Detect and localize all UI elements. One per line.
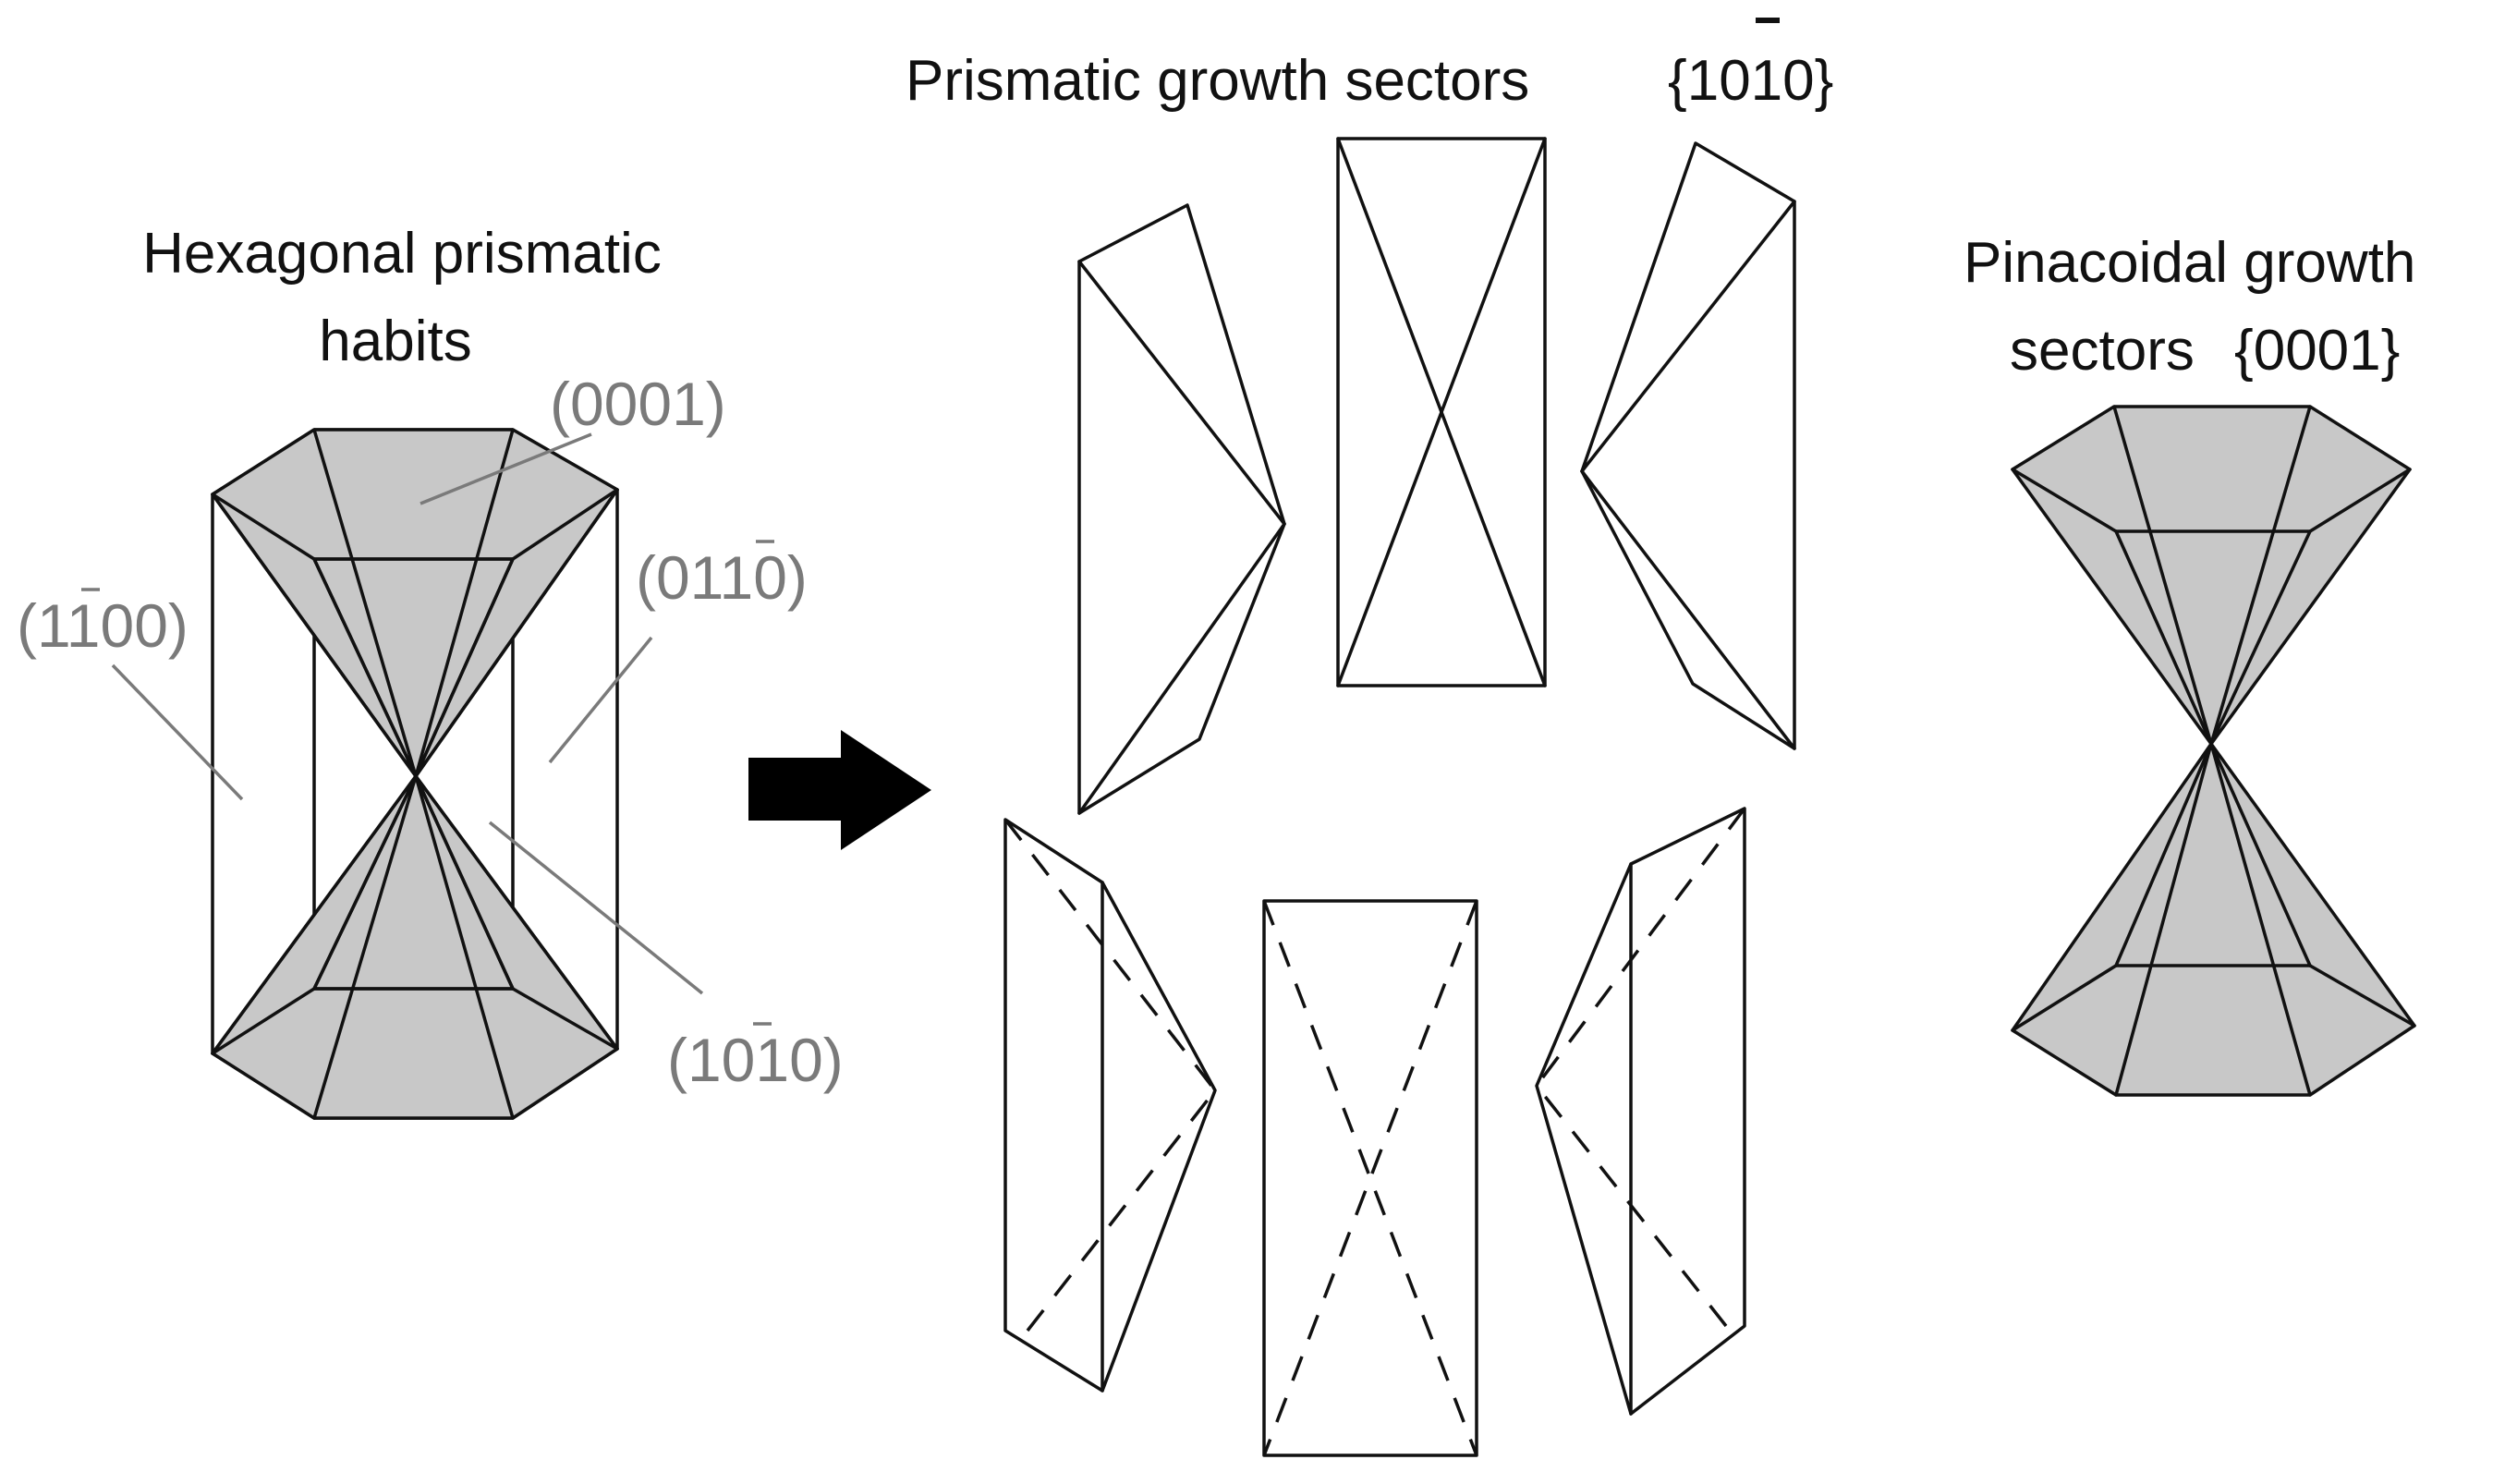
upper-left-sector: [1077, 203, 1286, 815]
leader-line-right: [548, 636, 653, 764]
pinacoidal-title-line1: Pinacoidal growth: [1964, 231, 2415, 295]
leader-line-front: [488, 821, 704, 995]
pinacoid-bottom-pyramid: [2011, 742, 2416, 1097]
face-label-1010: (1010): [667, 1026, 844, 1094]
habit-title-line1: Hexagonal prismatic: [142, 222, 662, 286]
pinacoidal-sectors-figure: Pinacoidal growth sectors {0001}: [1964, 231, 2416, 1097]
lower-right-sector: [1535, 807, 1746, 1416]
prismatic-title-index: {1010}: [1668, 49, 1833, 113]
habit-title-line2: habits: [319, 310, 471, 373]
upper-center-sector: [1336, 137, 1547, 687]
prismatic-sectors-figure: Prismatic growth sectors {1010}: [906, 18, 1833, 1457]
leader-line-top: [420, 432, 592, 505]
pinacoidal-title-line2: sectors: [2010, 319, 2195, 383]
face-label-0110: (0110): [636, 543, 808, 612]
hexagonal-prism-figure: (0001) (1100) (0110) (1010) Hexagonal pr…: [17, 222, 844, 1120]
upper-right-sector: [1580, 141, 1796, 750]
face-label-0001: (0001): [550, 370, 726, 438]
leader-line-left: [111, 663, 244, 801]
lower-center-sector: [1262, 899, 1478, 1457]
lower-left-sector: [1003, 818, 1217, 1393]
prismatic-title: Prismatic growth sectors: [906, 49, 1529, 113]
face-label-1100: (1100): [17, 591, 188, 660]
pinacoidal-title-index: {0001}: [2234, 319, 2400, 383]
right-arrow-icon: [748, 730, 931, 850]
pinacoid-top-pyramid: [2011, 405, 2412, 746]
